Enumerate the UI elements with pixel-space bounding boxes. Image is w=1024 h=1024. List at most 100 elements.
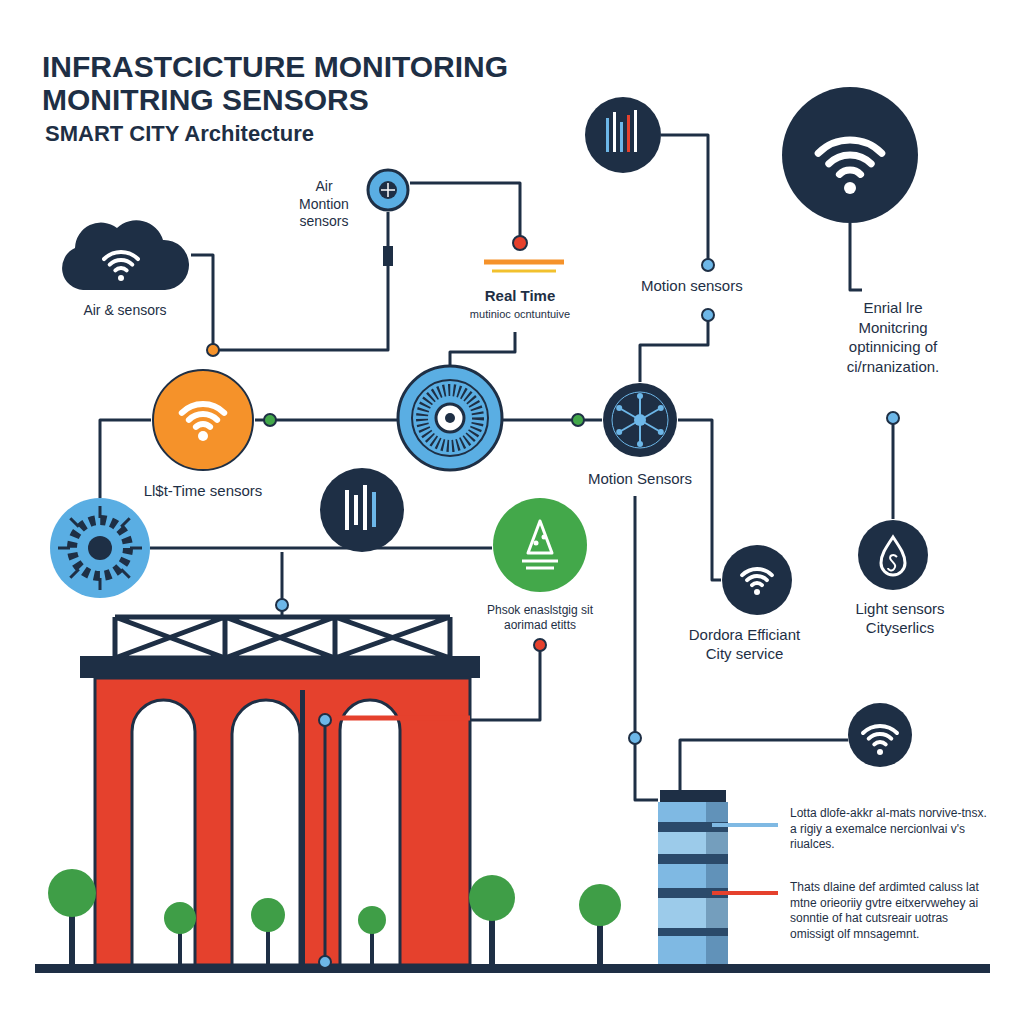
wifi-arc — [110, 260, 133, 265]
sensor-icon — [372, 492, 376, 527]
bridge — [35, 964, 990, 973]
server-tower — [658, 790, 728, 964]
node-shape — [602, 382, 678, 458]
tree — [251, 898, 285, 932]
sensor-circle — [368, 170, 408, 210]
sensor-core — [379, 181, 397, 199]
sensor-icon — [398, 366, 502, 470]
connector — [191, 212, 388, 350]
wire — [635, 496, 658, 800]
connector — [678, 420, 721, 580]
node-shape — [492, 497, 588, 593]
junction-dot — [276, 599, 288, 611]
service-node: Dordora Efficiant City service — [721, 544, 793, 616]
node-shape — [857, 519, 929, 591]
wifi-dot — [118, 275, 124, 281]
network-end — [616, 429, 622, 435]
wire — [150, 547, 492, 550]
wifi-arc — [196, 424, 210, 427]
node-label: Light sensors Cityserlics — [835, 600, 965, 638]
sensor-circle — [858, 520, 928, 590]
annotation: Real Time — [450, 286, 590, 306]
bridge — [115, 617, 450, 658]
wire — [100, 420, 151, 498]
wire — [100, 135, 893, 958]
title: INFRASTCICTURE MONITORING MONITRING SENS… — [42, 50, 602, 116]
node-label: Air & sensors — [55, 302, 195, 320]
sensor-icon — [88, 536, 112, 560]
node-label: Motion Sensors — [575, 470, 705, 489]
bridge — [340, 700, 400, 965]
sensor-icon — [863, 726, 897, 744]
tree — [469, 875, 515, 921]
node-shape — [59, 216, 191, 294]
wire — [850, 223, 862, 290]
node-label: Air Montion sensors — [292, 178, 356, 231]
tree — [358, 906, 386, 934]
wifi-arc — [747, 576, 767, 580]
currency-symbol — [888, 555, 897, 570]
tree — [579, 884, 621, 926]
sensor-icon — [345, 490, 349, 530]
node-shape — [366, 168, 410, 212]
wifi-arc — [742, 569, 772, 575]
wifi-arc — [182, 404, 224, 413]
node-label: Ll$t-Time sensors — [143, 482, 263, 501]
leader-line — [484, 260, 564, 265]
leader-line — [492, 270, 556, 273]
node-label: Dordora Efficiant City service — [677, 626, 812, 664]
wifi-dot — [754, 589, 760, 595]
sensor-icon — [585, 97, 661, 173]
junction-dot — [264, 414, 276, 426]
sensor-node: Light sensors Cityserlics — [857, 519, 929, 591]
annotation: Motion sensors — [641, 276, 771, 296]
sensor-icon — [363, 485, 367, 530]
wire — [410, 183, 520, 236]
junction-dot — [534, 639, 546, 651]
cloud-sensor-node: Air & sensors — [59, 216, 191, 294]
tree — [48, 869, 621, 965]
bridge — [300, 690, 305, 965]
node-label: Phsok enaslstgig sit aorimad etitts — [465, 603, 615, 633]
cloud-shape — [62, 220, 189, 290]
sensor-hub: Ll$t-Time sensors — [151, 368, 255, 472]
sensor-icon — [72, 520, 128, 576]
sensor-icon — [422, 390, 478, 446]
sensor-icon — [782, 87, 918, 223]
sensor-icon — [844, 182, 856, 194]
junction-dot — [702, 259, 714, 271]
sensor-cross — [381, 183, 395, 197]
fountain-symbol — [522, 521, 558, 568]
drop-dot — [534, 541, 539, 546]
wire — [680, 740, 848, 790]
drop-symbol — [881, 537, 905, 575]
tree — [164, 902, 196, 934]
bridge — [80, 656, 480, 678]
wire — [892, 424, 895, 519]
annotation: Thats dlaine def ardimted caluss lat mtn… — [790, 880, 995, 942]
sensor-circle — [153, 370, 253, 470]
wifi-arc — [104, 252, 138, 259]
wifi-arc — [752, 583, 762, 585]
sensor-icon — [383, 246, 393, 266]
sensor-icon — [627, 115, 630, 152]
annotation: mutinioc ocntuntuive — [440, 307, 600, 321]
sensor-icon — [58, 506, 142, 590]
junction-dot — [572, 414, 584, 426]
junction-dot — [319, 714, 331, 726]
annotation: Lotta dlofe-akkr al-mats norvive-tnsx. a… — [790, 806, 995, 853]
wifi-dot — [198, 431, 208, 441]
sensor-node: Air Montion sensors — [366, 168, 410, 212]
server-tower — [660, 790, 726, 802]
sensor-node: Phsok enaslstgig sit aorimad etitts — [492, 497, 588, 593]
junction-dot — [207, 344, 219, 356]
network-end — [658, 405, 664, 411]
wifi-arc — [189, 414, 217, 420]
wire — [470, 651, 540, 720]
network-hub — [634, 414, 646, 426]
node-shape — [151, 368, 255, 472]
tree — [48, 869, 96, 917]
sensor-icon — [634, 110, 637, 152]
junction-dot — [513, 236, 527, 250]
